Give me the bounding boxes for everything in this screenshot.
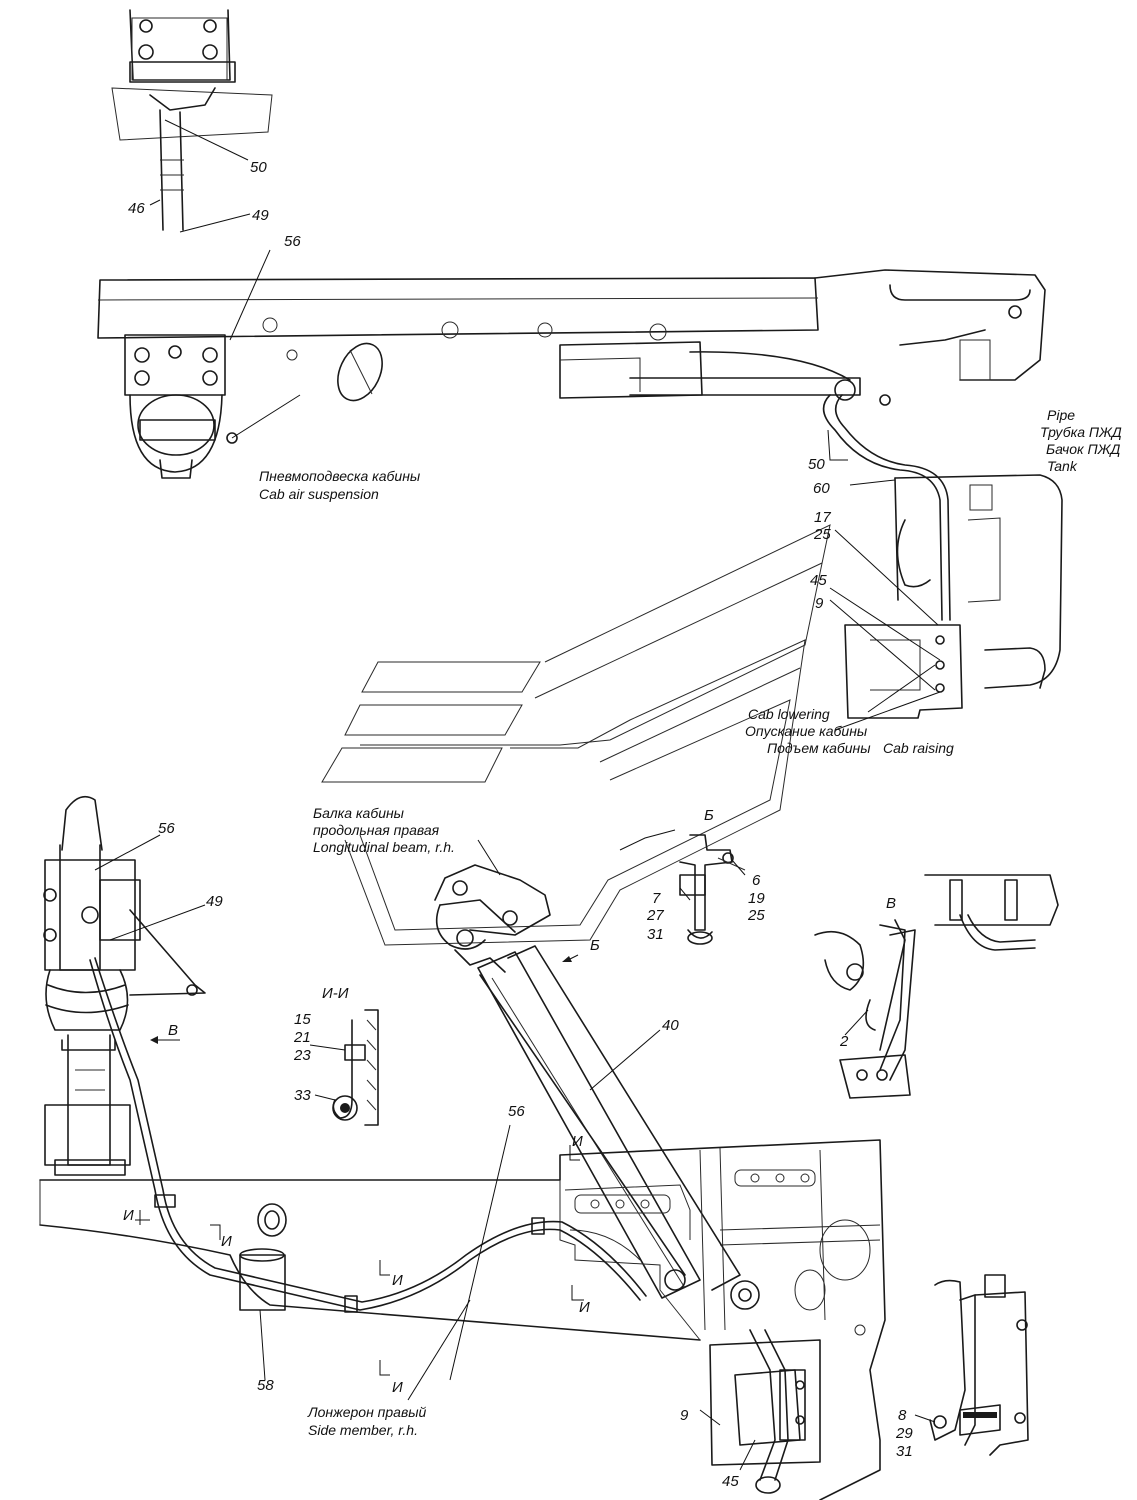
cab-beam-bracket	[434, 864, 551, 973]
section-mark-i: И	[579, 1299, 590, 1316]
side-member-label-en: Side member, r.h.	[308, 1422, 418, 1438]
section-cut-marks	[135, 954, 584, 1376]
upper-suspension-bracket	[111, 9, 273, 231]
callout-49: 49	[252, 207, 269, 224]
callout-9: 9	[680, 1407, 689, 1424]
valve-block-lower	[709, 1329, 821, 1494]
callout-45: 45	[810, 572, 827, 589]
callout-50: 50	[808, 456, 825, 473]
section-mark-i: И	[392, 1272, 403, 1289]
callout-25: 25	[813, 526, 831, 543]
callout-31: 31	[896, 1443, 913, 1460]
tank-label-en: Tank	[1047, 458, 1078, 474]
section-ii-detail	[332, 1009, 379, 1126]
cab-cross-member	[97, 269, 1046, 381]
leader-lines	[94, 119, 941, 1471]
lower-suspension-bracket	[124, 334, 383, 479]
callout-49: 49	[206, 893, 223, 910]
callout-numbers: 50 46 49 56 50 60 17 25 45 9 56 49 6 19 …	[128, 159, 913, 1490]
view-b-arrow-label: Б	[590, 937, 600, 954]
callout-19: 19	[748, 890, 765, 907]
lower-left-suspension-strut	[43, 795, 206, 1176]
callout-58: 58	[257, 1377, 274, 1394]
callout-25: 25	[747, 907, 765, 924]
air-suspension-label-ru: Пневмоподвеска кабины	[259, 468, 421, 484]
callout-29: 29	[895, 1425, 913, 1442]
callout-23: 23	[293, 1047, 311, 1064]
cab-beam-label-en: Longitudinal beam, r.h.	[313, 839, 455, 855]
view-b-title: Б	[704, 807, 714, 824]
callout-45: 45	[722, 1473, 739, 1490]
callout-21: 21	[293, 1029, 311, 1046]
callout-15: 15	[294, 1011, 311, 1028]
descriptive-labels: Пневмоподвеска кабины Cab air suspension…	[259, 407, 1122, 1438]
callout-56: 56	[158, 820, 175, 837]
callout-8: 8	[898, 1407, 907, 1424]
cab-beam-label-ru-2: продольная правая	[313, 822, 440, 838]
callout-31: 31	[647, 926, 664, 943]
cab-raising-label-ru: Подъем кабины	[767, 740, 871, 756]
view-v-title: В	[886, 895, 896, 912]
cab-beam-label-ru-1: Балка кабины	[313, 805, 405, 821]
lift-cylinder-40	[477, 945, 760, 1310]
pipe-label-en: Pipe	[1047, 407, 1075, 423]
callout-40: 40	[662, 1017, 679, 1034]
callout-56: 56	[508, 1103, 525, 1120]
section-mark-i: И	[221, 1233, 232, 1250]
pipe-56-route	[89, 957, 647, 1313]
section-mark-i: И	[572, 1133, 583, 1150]
part-58-cylinder	[239, 1203, 287, 1311]
cab-lowering-label-en: Cab lowering	[748, 706, 830, 722]
side-member-rh	[39, 1139, 886, 1500]
cab-lowering-label-ru: Опускание кабины	[745, 723, 868, 739]
callout-33: 33	[294, 1087, 311, 1104]
view-v-bracket-detail	[814, 874, 1059, 1099]
side-member-label-ru: Лонжерон правый	[307, 1404, 427, 1420]
callout-50: 50	[250, 159, 267, 176]
lift-cylinder-top	[559, 341, 951, 621]
callout-2: 2	[839, 1033, 849, 1050]
air-suspension-label-en: Cab air suspension	[259, 486, 379, 502]
tank-label-ru: Бачок ПЖД	[1046, 441, 1120, 457]
callout-27: 27	[646, 907, 664, 924]
longitudinal-beam-outline	[321, 524, 831, 946]
pipe-label-ru: Трубка ПЖД	[1040, 424, 1122, 440]
section-view-marks: Б Б В В И-И И И И И И И	[123, 807, 896, 1396]
section-ii-title: И-И	[322, 985, 349, 1002]
section-mark-i: И	[392, 1379, 403, 1396]
view-b-valve-detail	[679, 834, 746, 945]
section-mark-i: И	[123, 1207, 134, 1224]
callout-46: 46	[128, 200, 145, 217]
callout-60: 60	[813, 480, 830, 497]
callout-56: 56	[284, 233, 301, 250]
callout-9: 9	[815, 595, 824, 612]
callout-7: 7	[652, 890, 661, 907]
callout-6: 6	[752, 872, 761, 889]
cab-raising-label-en: Cab raising	[883, 740, 954, 756]
fluid-tank	[844, 474, 1063, 719]
view-v-arrow-label: В	[168, 1022, 178, 1039]
corner-bracket-detail	[929, 1274, 1029, 1456]
callout-17: 17	[814, 509, 831, 526]
